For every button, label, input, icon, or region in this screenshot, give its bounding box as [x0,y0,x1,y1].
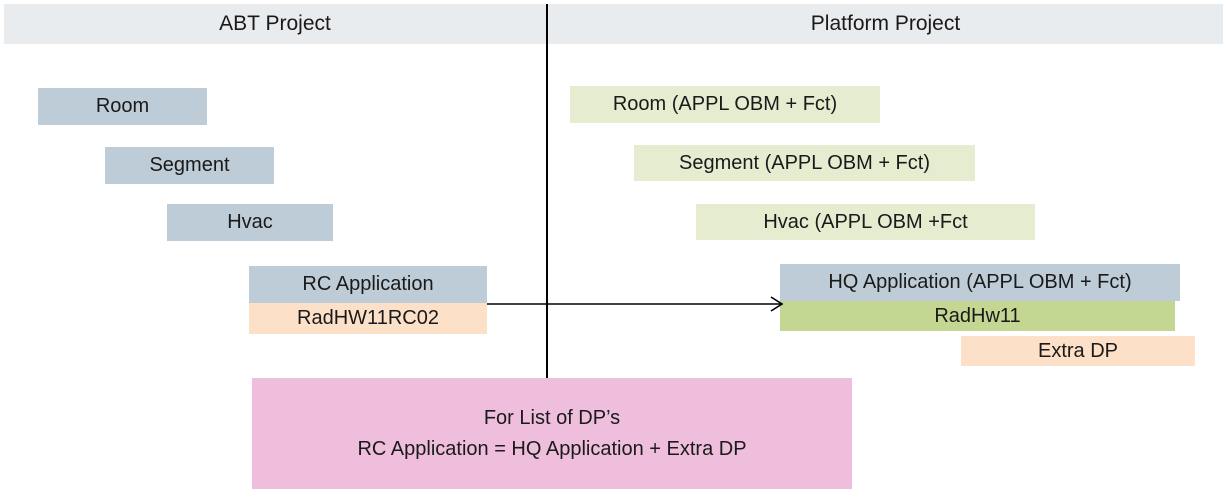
node-hvac-abt[interactable]: Hvac [167,204,333,241]
node-segment-abt[interactable]: Segment [105,147,274,184]
node-segment-platform[interactable]: Segment (APPL OBM + Fct) [634,145,975,181]
rc-to-hq-arrow [487,292,784,316]
node-hq-application[interactable]: HQ Application (APPL OBM + Fct) [780,264,1180,301]
node-radhw11rc02[interactable]: RadHW11RC02 [249,303,487,334]
node-extra-dp[interactable]: Extra DP [961,336,1195,366]
node-room-platform[interactable]: Room (APPL OBM + Fct) [570,86,880,123]
header-band [4,4,1223,44]
node-hvac-platform[interactable]: Hvac (APPL OBM +Fct [696,204,1035,240]
arrow-icon [487,296,784,312]
note-line-2: RC Application = HQ Application + Extra … [357,437,747,460]
header-title-platform-project: Platform Project [810,12,961,35]
note-box-dp-equivalence: For List of DP’s RC Application = HQ App… [252,378,852,489]
node-radhw11[interactable]: RadHw11 [780,301,1175,331]
node-room-abt[interactable]: Room [38,88,207,125]
note-line-1: For List of DP’s [483,406,621,429]
column-divider [546,4,548,378]
header-title-abt-project: ABT Project [219,12,331,35]
node-rc-application[interactable]: RC Application [249,266,487,303]
